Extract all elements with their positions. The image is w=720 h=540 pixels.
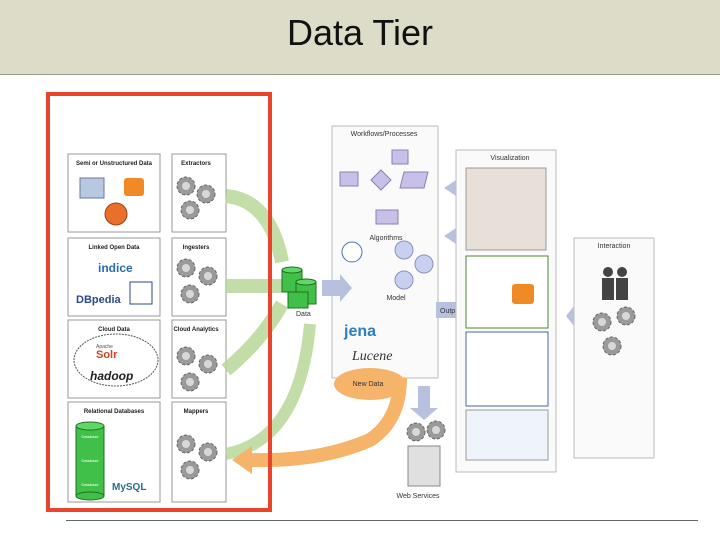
gear-icon [198, 442, 218, 462]
hadoop-logo: hadoop [90, 369, 133, 383]
web-services: Web Services [396, 386, 446, 500]
gear-icon [198, 354, 218, 374]
arrow-right-icon [322, 274, 352, 302]
visualization-panel: Visualization [455, 149, 557, 473]
data-tier-highlight [46, 92, 272, 512]
new-data-label: New Data [353, 381, 384, 388]
title-bar: Data Tier [0, 0, 720, 75]
gear-icon [180, 460, 200, 480]
ingesters-label: Ingesters [183, 245, 210, 251]
ingesters-panel: Ingesters [171, 237, 227, 317]
feed-screenshot [465, 255, 549, 329]
cloud-data-label: Cloud Data [98, 327, 130, 333]
gear-icon [196, 184, 216, 204]
gear-icon [616, 306, 636, 326]
solr-logo: Solr [96, 349, 118, 361]
mappers-label: Mappers [184, 409, 209, 415]
map-screenshot [465, 167, 547, 251]
map-screenshot [465, 409, 549, 461]
visualization-label: Visualization [490, 155, 529, 162]
linked-open-data-panel: Linked Open Data indice DBpedia [67, 237, 161, 317]
gear-icon [176, 346, 196, 366]
firefox-icon [104, 202, 128, 226]
web-services-label: Web Services [396, 493, 440, 500]
server-icon [407, 445, 441, 487]
extractors-label: Extractors [181, 161, 211, 167]
dbpedia-logo: DBpedia [76, 294, 122, 306]
cloud-analytics-label: Cloud Analytics [173, 327, 219, 333]
mysql-logo: MySQL [112, 482, 146, 493]
gear-icon [176, 258, 196, 278]
footer-divider [66, 520, 698, 521]
rss-icon [512, 284, 534, 304]
document-stack-icon [79, 177, 105, 199]
gear-icon [180, 284, 200, 304]
people-icon [602, 267, 628, 300]
workflows-processes-label: Workflows/Processes [351, 131, 418, 138]
cloud-shape [73, 333, 159, 387]
data-label: Data [296, 311, 311, 318]
gear-icon [592, 312, 612, 332]
indice-logo: indice [98, 261, 133, 275]
database-label: Database [81, 434, 99, 439]
gear-icon [426, 420, 446, 440]
apache-label: Apache [96, 344, 113, 350]
semi-unstructured-label: Semi or Unstructured Data [76, 161, 153, 167]
gear-icon [198, 266, 218, 286]
algorithms-label: Algorithms [369, 235, 403, 242]
database-label: Database [81, 458, 99, 463]
interaction-label: Interaction [598, 243, 631, 250]
gear-icon [180, 372, 200, 392]
data-store: Data [281, 266, 352, 318]
model-label: Model [386, 295, 406, 302]
extractors-panel: Extractors [171, 153, 227, 233]
graph-screenshot [465, 331, 549, 407]
lucene-logo: Lucene [351, 349, 392, 364]
rss-icon [124, 178, 144, 196]
gear-icon [180, 200, 200, 220]
workflows-panel: Workflows/Processes Algorithms Model jen… [331, 125, 439, 379]
gear-icon [406, 422, 426, 442]
linked-open-data-label: Linked Open Data [88, 245, 140, 251]
interaction-panel: Interaction [566, 237, 655, 459]
jena-logo: jena [343, 323, 376, 340]
slide-title: Data Tier [286, 12, 434, 53]
new-data-arrow: New Data [232, 368, 407, 474]
database-cylinder [75, 425, 105, 497]
database-label: Database [81, 482, 99, 487]
visualization-arrows [444, 180, 456, 244]
gear-icon [176, 434, 196, 454]
mappers-panel: Mappers [171, 401, 227, 503]
gear-icon [602, 336, 622, 356]
gear-icon [176, 176, 196, 196]
relational-databases-panel: Relational Databases Database Database D… [67, 401, 161, 503]
rdf-icon [129, 281, 153, 305]
cloud-data-panel: Cloud Data Apache Solr hadoop [67, 319, 161, 399]
output-label: Output [440, 308, 461, 315]
relational-databases-label: Relational Databases [84, 409, 145, 415]
cloud-analytics-panel: Cloud Analytics [171, 319, 227, 399]
ingest-arrows [221, 189, 316, 460]
semi-unstructured-panel: Semi or Unstructured Data [67, 153, 161, 233]
